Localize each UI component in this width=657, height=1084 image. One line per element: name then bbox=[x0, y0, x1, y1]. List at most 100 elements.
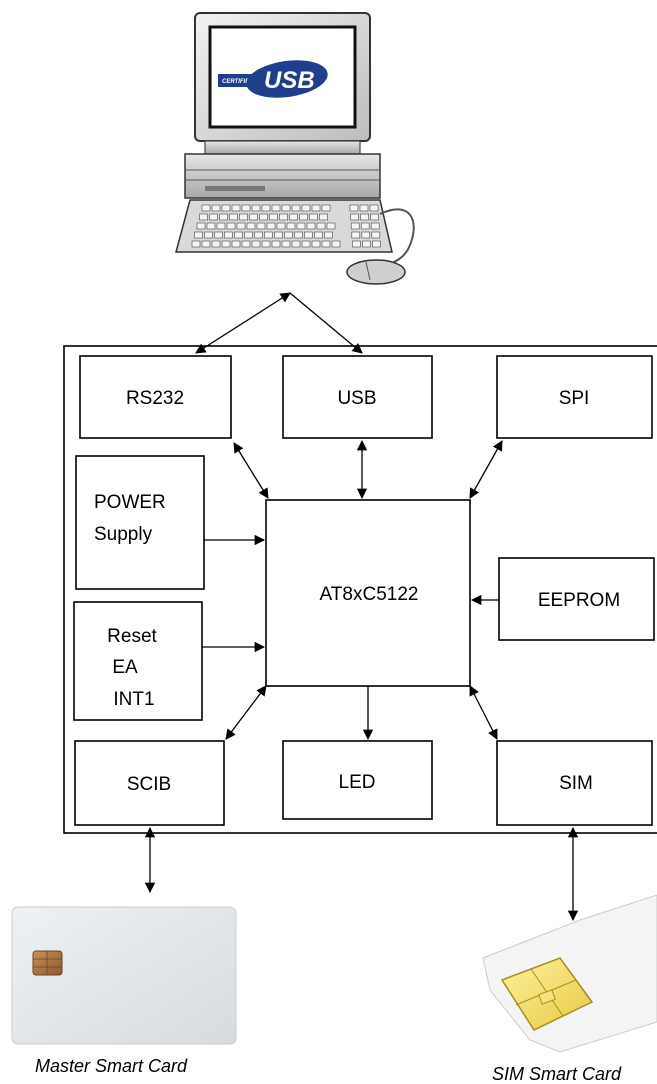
keyboard-key bbox=[191, 240, 201, 248]
keyboard-key bbox=[319, 213, 328, 221]
keyboard-key bbox=[241, 204, 251, 212]
keyboard-keys bbox=[191, 204, 381, 248]
keyboard-key bbox=[246, 222, 256, 230]
keyboard-key bbox=[224, 231, 233, 239]
keyboard-key bbox=[211, 204, 221, 212]
keyboard-key bbox=[269, 213, 278, 221]
keyboard-key bbox=[306, 222, 316, 230]
link-rs232-mcu bbox=[233, 442, 269, 499]
keyboard-key bbox=[286, 222, 296, 230]
block-led: LED bbox=[282, 740, 433, 820]
keyboard-key bbox=[221, 240, 231, 248]
keypad-key bbox=[350, 213, 359, 221]
keypad-key bbox=[349, 204, 359, 212]
keyboard-key bbox=[241, 240, 251, 248]
keyboard-key bbox=[211, 240, 221, 248]
keyboard-key bbox=[249, 213, 258, 221]
block-mcu: AT8xC5122 bbox=[265, 499, 471, 687]
keyboard-key bbox=[251, 204, 261, 212]
sim-label: SIM bbox=[559, 773, 593, 794]
mcu-label: AT8xC5122 bbox=[320, 584, 419, 605]
keypad-key bbox=[361, 231, 371, 239]
link-mcu-scib bbox=[225, 685, 267, 740]
block-spi: SPI bbox=[496, 355, 653, 439]
reset-label-line1: Reset bbox=[107, 626, 157, 647]
keypad-key bbox=[351, 231, 361, 239]
scib-label: SCIB bbox=[127, 774, 171, 795]
master-smart-card bbox=[11, 906, 237, 1045]
keyboard-key bbox=[331, 240, 341, 248]
usb-logo-badge: CERTIFIED bbox=[222, 79, 254, 85]
keypad-key bbox=[370, 213, 379, 221]
keyboard-key bbox=[271, 204, 281, 212]
rs232-label: RS232 bbox=[126, 388, 184, 409]
keyboard-key bbox=[281, 240, 291, 248]
keyboard-key bbox=[309, 213, 318, 221]
power-label-line1: POWER bbox=[94, 492, 166, 513]
keyboard-key bbox=[284, 231, 293, 239]
keyboard-key bbox=[221, 204, 231, 212]
led-label: LED bbox=[339, 772, 376, 793]
usb-label: USB bbox=[337, 388, 376, 409]
master-card-caption: Master Smart Card bbox=[35, 1056, 188, 1076]
power-label-line2: Supply bbox=[94, 524, 153, 545]
keyboard-key bbox=[311, 240, 321, 248]
card-chip-icon bbox=[32, 950, 63, 976]
keyboard-key bbox=[231, 204, 241, 212]
keyboard-key bbox=[209, 213, 218, 221]
reset-label-line2: EA bbox=[112, 657, 138, 678]
keyboard-key bbox=[316, 222, 326, 230]
keyboard-key bbox=[304, 231, 313, 239]
sim-chip-icon bbox=[500, 957, 594, 1031]
link-spi-mcu bbox=[469, 440, 503, 499]
keyboard-key bbox=[266, 222, 276, 230]
mouse-icon bbox=[346, 259, 406, 285]
keyboard-key bbox=[231, 240, 241, 248]
keyboard-key bbox=[321, 204, 331, 212]
keypad-key bbox=[350, 222, 360, 230]
keyboard-key bbox=[194, 231, 203, 239]
keyboard-key bbox=[229, 213, 238, 221]
block-rs232: RS232 bbox=[79, 355, 232, 439]
keyboard-key bbox=[326, 222, 336, 230]
keyboard-key bbox=[276, 222, 286, 230]
link-host-usb bbox=[289, 292, 363, 354]
keyboard-key bbox=[299, 213, 308, 221]
keypad-key bbox=[360, 213, 369, 221]
keypad-key bbox=[369, 204, 379, 212]
block-reset: Reset EA INT1 bbox=[73, 601, 203, 721]
keyboard-key bbox=[216, 222, 226, 230]
keyboard-key bbox=[291, 240, 301, 248]
link-host-rs232 bbox=[195, 292, 291, 354]
keyboard-key bbox=[204, 231, 213, 239]
keyboard-key bbox=[264, 231, 273, 239]
keyboard-key bbox=[296, 222, 306, 230]
block-usb: USB bbox=[282, 355, 433, 439]
keypad-key bbox=[370, 222, 380, 230]
board-frame bbox=[63, 345, 657, 834]
system-unit bbox=[184, 153, 381, 199]
host-computer: CERTIFIED USB bbox=[175, 12, 415, 285]
keyboard-key bbox=[301, 240, 311, 248]
usb-logo-text: USB bbox=[264, 67, 315, 94]
keypad-key bbox=[371, 231, 381, 239]
block-sim: SIM bbox=[496, 740, 653, 826]
mouse-cable bbox=[379, 208, 415, 267]
keyboard-key bbox=[311, 204, 321, 212]
keyboard-key bbox=[244, 231, 253, 239]
keyboard-key bbox=[201, 204, 211, 212]
keyboard-key bbox=[279, 213, 288, 221]
keyboard-key bbox=[294, 231, 303, 239]
keyboard-key bbox=[261, 240, 271, 248]
sim-card-caption: SIM Smart Card bbox=[492, 1064, 622, 1084]
keyboard-key bbox=[301, 204, 311, 212]
keyboard-key bbox=[234, 231, 243, 239]
keyboard-key bbox=[259, 213, 268, 221]
keyboard-key bbox=[206, 222, 216, 230]
sim-smart-card bbox=[482, 894, 657, 1053]
keyboard-key bbox=[199, 213, 208, 221]
block-power-supply: POWER Supply bbox=[75, 455, 205, 590]
block-scib: SCIB bbox=[74, 740, 225, 826]
keyboard-key bbox=[281, 204, 291, 212]
